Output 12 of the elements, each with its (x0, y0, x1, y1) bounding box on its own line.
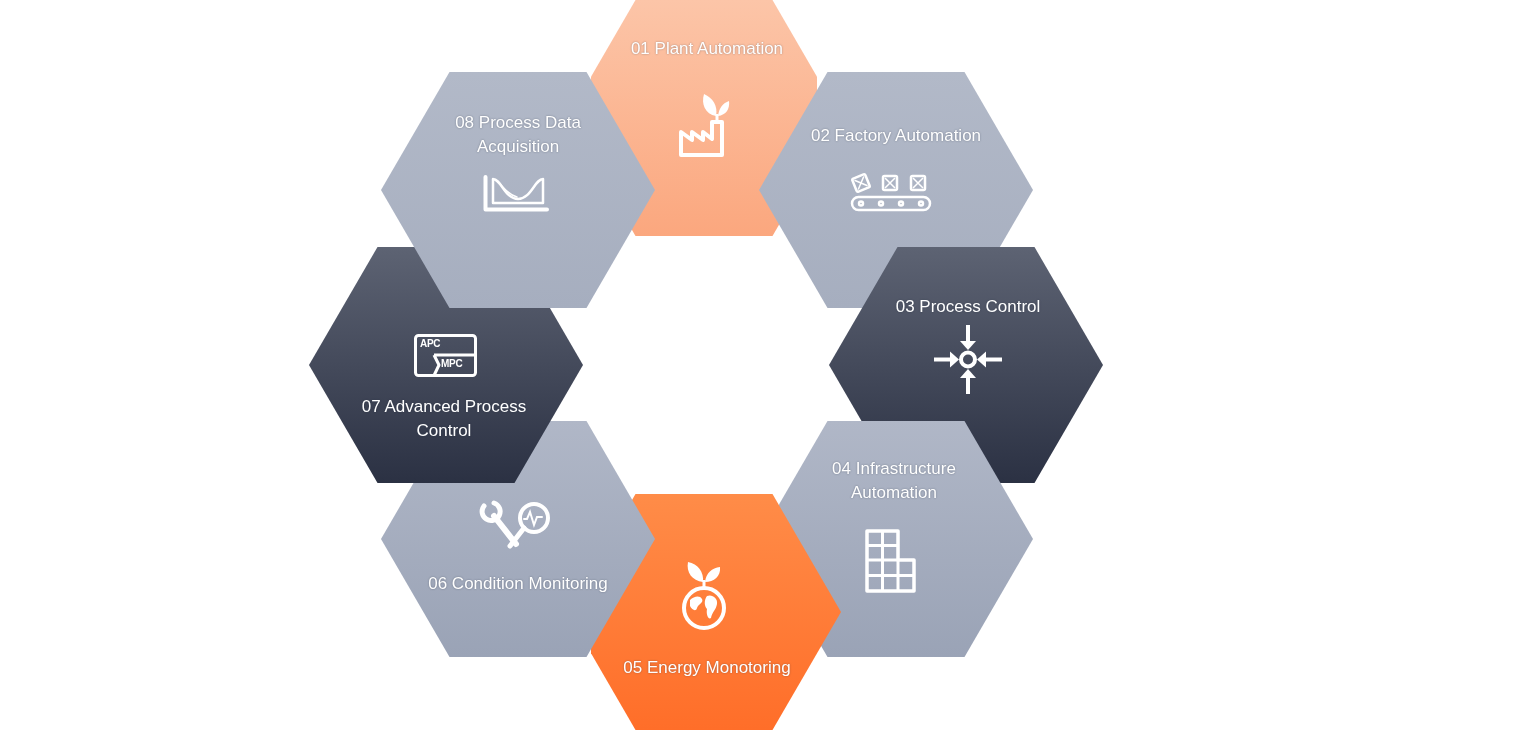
segment-title: 07 Advanced Process Control (360, 396, 528, 442)
abbreviation-label: APC (420, 338, 441, 349)
hexagon-tile (381, 72, 655, 308)
hexagon-tile (779, 421, 1033, 657)
segment-title: 08 Process Data Acquisition (454, 112, 582, 158)
segment-title: 06 Condition Monitoring (428, 573, 608, 595)
segment-title: 04 Infrastructure Automation (831, 458, 957, 504)
abbreviation-label: MPC (441, 358, 463, 369)
segment-title: 01 Plant Automation (630, 38, 784, 60)
segment-title: 02 Factory Automation (810, 125, 982, 147)
segment-title: 05 Energy Monotoring (623, 657, 791, 679)
segment-title: 03 Process Control (895, 296, 1041, 318)
